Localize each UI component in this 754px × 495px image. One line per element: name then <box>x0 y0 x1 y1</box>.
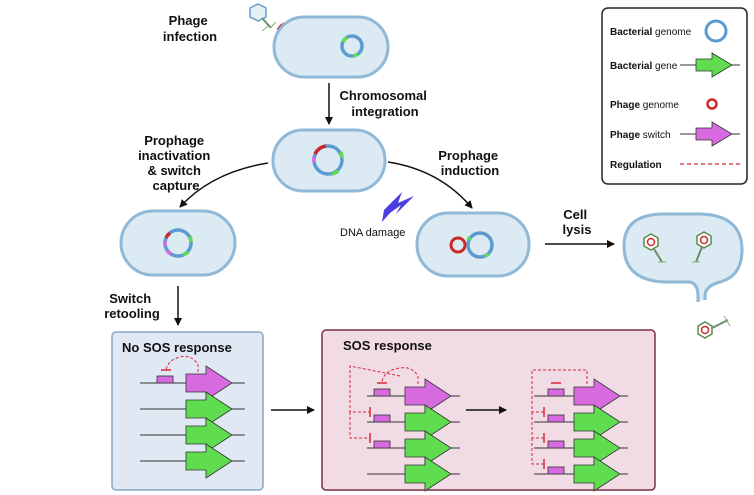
phage-particle-2 <box>692 231 712 263</box>
sos-state-1 <box>349 365 460 492</box>
prophage-induction-label: Prophage induction <box>438 148 502 178</box>
cell-lysis-line-1: Cell <box>563 207 587 222</box>
arrow-inactivation <box>179 162 269 208</box>
prophage-inactivation-line-1: Prophage <box>144 133 204 148</box>
phage-infection-line-2: infection <box>163 29 217 44</box>
legend-item-phage-switch: Phage switch <box>610 130 671 141</box>
lysogen-cell <box>271 128 387 193</box>
bacterial-gene-icon <box>680 52 740 78</box>
switch-gene <box>185 365 233 401</box>
inactivated-cell <box>119 209 237 277</box>
no-sos-title: No SOS response <box>122 340 232 355</box>
prophage-inactivation-line-4: capture <box>153 178 200 193</box>
prophage-inactivation-label: Prophage inactivation & switch capture <box>138 133 214 193</box>
phage-infection-label: Phage infection <box>163 13 217 44</box>
no-sos-panel: No SOS response <box>111 331 264 491</box>
phage-switch-icon <box>680 121 740 147</box>
switch-retooling-label: Switch retooling <box>104 291 160 321</box>
phage-infection-line-1: Phage <box>169 13 208 28</box>
arrow-induction <box>387 161 473 209</box>
sos-panel: SOS response <box>321 329 656 492</box>
bacterial-genome-icon <box>704 19 728 43</box>
chromosomal-integration-label: Chromosomal integration <box>339 88 430 119</box>
phage-genome-icon <box>706 98 718 110</box>
cell-lysis-line-2: lysis <box>563 222 592 237</box>
sos-title: SOS response <box>343 338 432 353</box>
chromosomal-integration-line-2: integration <box>351 104 418 119</box>
switch-retooling-line-1: Switch <box>109 291 151 306</box>
prophage-induction-line-1: Prophage <box>438 148 498 163</box>
prophage-inactivation-line-2: inactivation <box>138 148 210 163</box>
legend-item-phage-genome: Phage genome <box>610 100 679 111</box>
dna-damage-icon <box>382 192 414 222</box>
chromosomal-integration-line-1: Chromosomal <box>339 88 426 103</box>
induced-cell <box>415 211 531 278</box>
sos-state-2 <box>531 369 628 492</box>
prophage-induction-line-2: induction <box>441 163 500 178</box>
switch-retooling-line-2: retooling <box>104 306 160 321</box>
phage-particle-1 <box>643 233 666 263</box>
legend: Bacterial genome Bacterial gene Phage ge… <box>601 7 748 185</box>
released-phage <box>697 315 731 339</box>
legend-item-regulation: Regulation <box>610 160 662 171</box>
cell-lysis-label: Cell lysis <box>563 207 592 237</box>
legend-item-bacterial-genome: Bacterial genome <box>610 27 692 38</box>
legend-item-bacterial-gene: Bacterial gene <box>610 61 678 72</box>
prophage-inactivation-line-3: & switch <box>147 163 201 178</box>
lysing-cell <box>622 212 744 302</box>
infected-cell <box>272 15 390 79</box>
dna-damage-label: DNA damage <box>340 227 405 239</box>
